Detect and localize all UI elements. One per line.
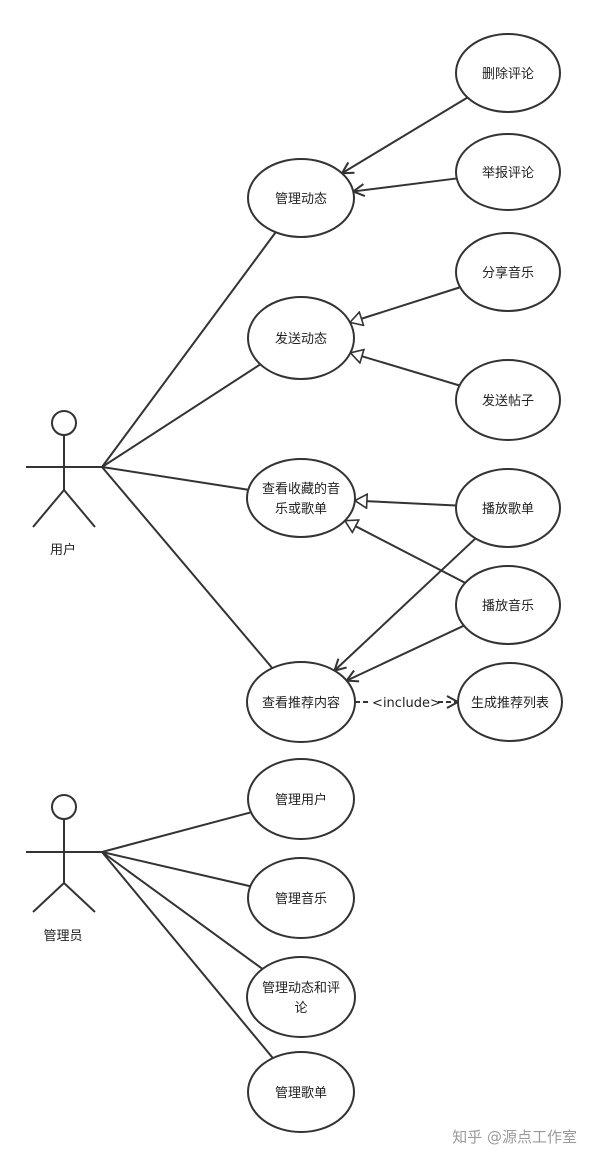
use-case-play-playlist[interactable]: 播放歌单 <box>455 468 561 548</box>
use-case-label: 乐或歌单 <box>275 502 327 517</box>
association-user-view-recommendations <box>101 466 274 669</box>
use-case-ellipse <box>455 359 561 441</box>
use-case-label: 生成推荐列表 <box>471 696 549 711</box>
actor-user[interactable] <box>26 410 102 528</box>
use-case-label: 管理歌单 <box>275 1086 327 1101</box>
association-user-manage-posts <box>101 231 277 468</box>
dependency-delete-comment-manage-posts <box>342 96 469 173</box>
use-case-send-thread[interactable]: 发送帖子 <box>455 359 561 441</box>
use-case-send-post[interactable]: 发送动态 <box>247 296 355 380</box>
generalization-send-thread-send-post <box>350 353 460 387</box>
use-case-ellipse <box>246 661 356 743</box>
use-case-ellipse <box>455 33 561 113</box>
use-case-manage-playlists[interactable]: 管理歌单 <box>247 1051 355 1133</box>
association-admin-manage-posts-comments <box>101 851 264 970</box>
include-label: <include> <box>372 696 441 711</box>
use-case-ellipse <box>246 956 356 1038</box>
use-case-label: 分享音乐 <box>482 265 534 281</box>
use-case-ellipse <box>457 662 563 742</box>
use-case-label: 播放音乐 <box>482 598 534 614</box>
use-case-ellipse <box>247 857 355 939</box>
use-case-manage-music[interactable]: 管理音乐 <box>247 857 355 939</box>
use-case-report-comment[interactable]: 举报评论 <box>455 133 561 211</box>
connectors-layer: <include> <box>101 96 477 1059</box>
use-case-label: 发送动态 <box>275 331 327 347</box>
use-case-label: 查看收藏的音 <box>262 481 340 497</box>
use-case-label: 查看推荐内容 <box>262 695 340 711</box>
actor-user-label: 用户 <box>50 542 76 558</box>
association-user-send-post <box>101 363 261 468</box>
use-case-ellipse <box>247 158 355 238</box>
use-case-label: 管理用户 <box>275 792 327 808</box>
use-case-label: 论 <box>294 1001 307 1016</box>
use-case-ellipse <box>247 758 355 840</box>
dependency-report-comment-manage-posts <box>353 177 457 191</box>
use-case-label: 举报评论 <box>482 166 534 181</box>
association-admin-manage-users <box>101 811 252 853</box>
use-case-share-music[interactable]: 分享音乐 <box>455 232 561 312</box>
use-case-ellipse <box>247 1051 355 1133</box>
use-case-ellipse <box>455 468 561 548</box>
association-user-view-favorites <box>101 466 249 491</box>
use-case-ellipse <box>247 296 355 380</box>
use-case-play-music[interactable]: 播放音乐 <box>455 565 561 645</box>
use-case-ellipse <box>455 232 561 312</box>
include-view-recommendations-generate-recommendation-list: <include> <box>355 696 458 711</box>
use-case-delete-comment[interactable]: 删除评论 <box>455 33 561 113</box>
actor-admin[interactable] <box>26 794 102 913</box>
use-case-view-recommendations[interactable]: 查看推荐内容 <box>246 661 356 743</box>
use-case-label: 删除评论 <box>482 67 534 82</box>
actor-admin-label: 管理员 <box>43 929 82 944</box>
use-case-label: 发送帖子 <box>482 393 534 409</box>
use-case-label: 管理动态 <box>275 192 327 207</box>
use-case-label: 播放歌单 <box>482 502 534 517</box>
use-case-generate-recommendation-list[interactable]: 生成推荐列表 <box>457 662 563 742</box>
dependency-play-playlist-view-recommendations <box>334 537 477 670</box>
generalization-play-playlist-view-favorites <box>355 501 457 506</box>
use-case-ellipse <box>455 133 561 211</box>
dependency-play-music-view-recommendations <box>347 624 465 681</box>
watermark: 知乎 @源点工作室 <box>452 1128 577 1146</box>
generalization-play-music-view-favorites <box>345 521 466 584</box>
use-case-ellipse <box>246 458 356 538</box>
use-case-label: 管理音乐 <box>275 891 327 907</box>
association-admin-manage-music <box>101 851 251 888</box>
generalization-share-music-send-post <box>350 286 461 322</box>
use-case-manage-users[interactable]: 管理用户 <box>247 758 355 840</box>
use-case-manage-posts[interactable]: 管理动态 <box>247 158 355 238</box>
use-case-label: 管理动态和评 <box>262 981 340 996</box>
association-admin-manage-playlists <box>101 851 274 1059</box>
use-case-ellipse <box>455 565 561 645</box>
